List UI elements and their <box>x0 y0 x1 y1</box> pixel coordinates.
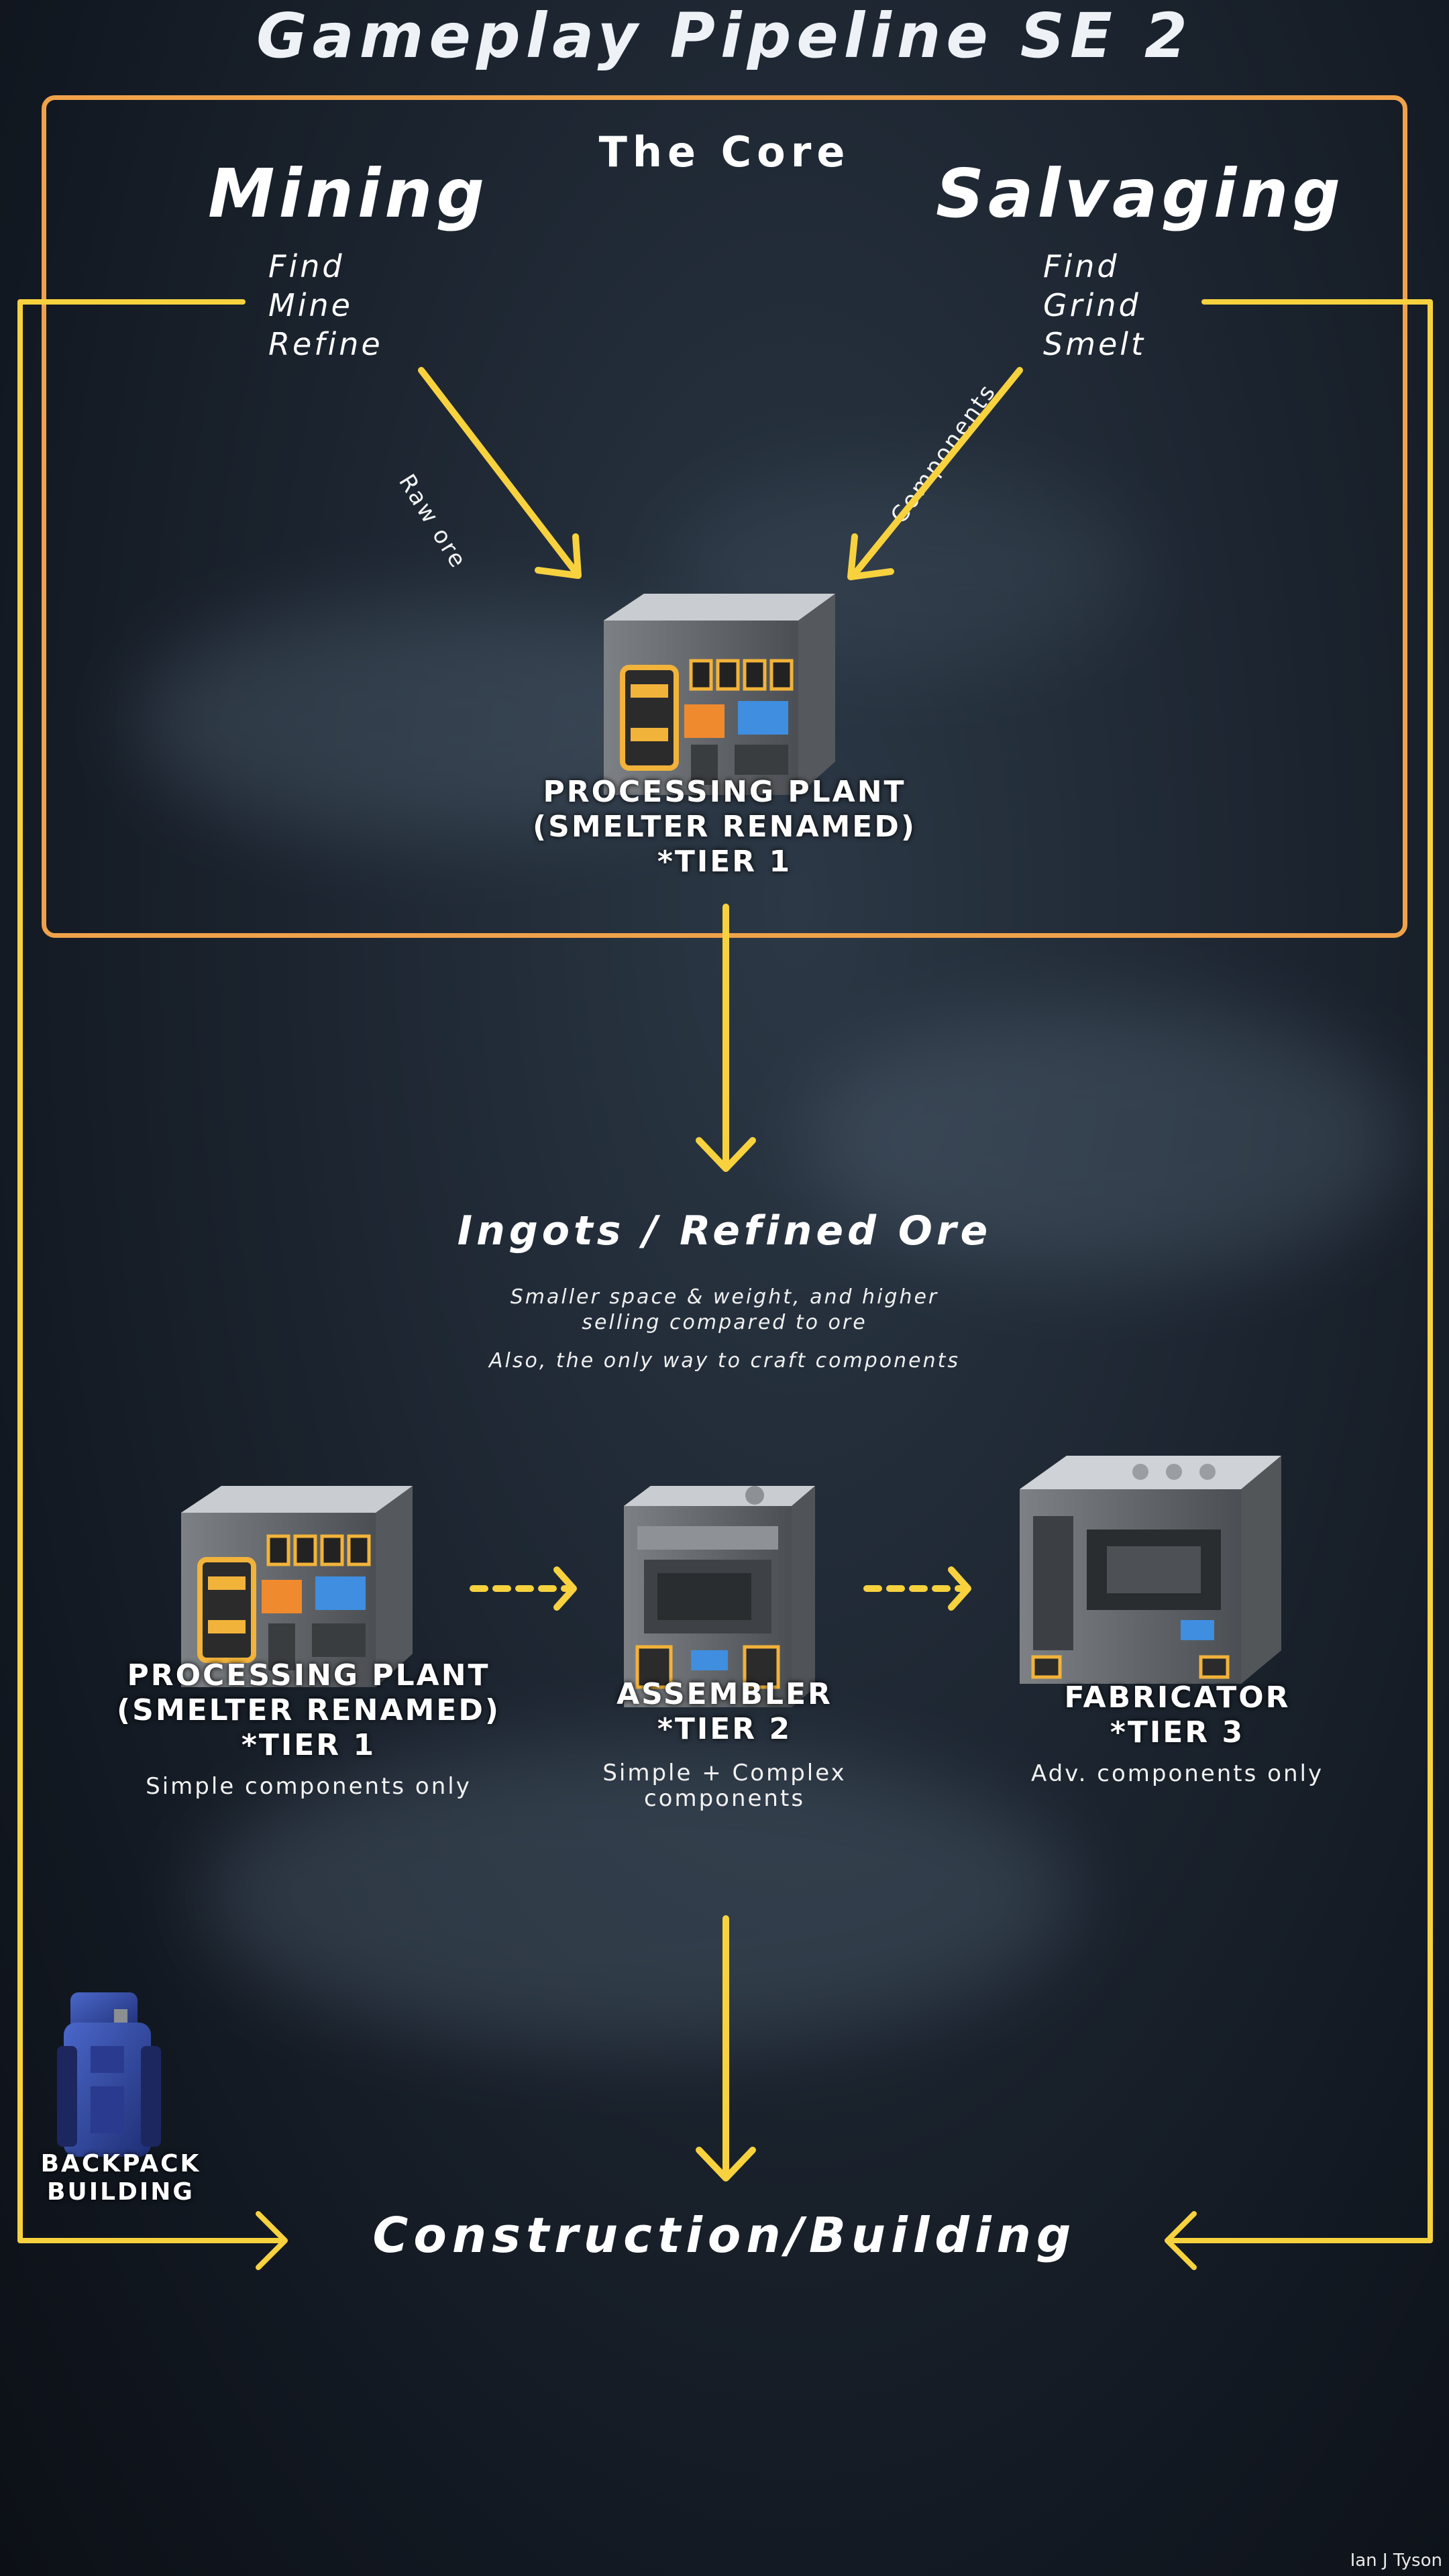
machine-tier3-desc: Adv. components only <box>1030 1760 1324 1787</box>
ingots-heading: Ingots / Refined Ore <box>457 1208 992 1254</box>
machine-tier2-line1: ASSEMBLER <box>616 1677 833 1711</box>
backpack-line2: BUILDING <box>47 2178 195 2206</box>
machine-tier1-desc: Simple components only <box>146 1773 472 1800</box>
core-plant-line2: (SMELTER RENAMED) <box>533 810 916 844</box>
machine-tier1-line3: *TIER 1 <box>241 1728 376 1762</box>
right-flow-arrowhead <box>1165 2211 1197 2270</box>
machine-tier2-desc2: components <box>643 1785 806 1812</box>
core-label: The Core <box>598 127 851 176</box>
left-flow-arrowhead <box>256 2211 288 2270</box>
salvaging-step: Grind <box>1043 287 1141 323</box>
components-arrowhead <box>847 533 894 580</box>
right-flow-line <box>1168 299 1433 2243</box>
backpack-caption: BACKPACK BUILDING <box>27 2150 215 2206</box>
assembler-icon <box>624 1486 815 1707</box>
mining-step: Mine <box>268 287 353 323</box>
backpack-icon <box>57 1992 161 2157</box>
backpack-line1: BACKPACK <box>40 2150 201 2178</box>
construction-heading: Construction/Building <box>372 2207 1077 2263</box>
left-flow-line <box>17 299 284 2243</box>
mining-heading: Mining <box>208 154 489 233</box>
machine-tier2-line2: *TIER 2 <box>657 1712 792 1746</box>
machine-tier2: ASSEMBLER *TIER 2 Simple + Complex compo… <box>523 1677 926 1811</box>
machine-tier1: PROCESSING PLANT (SMELTER RENAMED) *TIER… <box>107 1658 510 1799</box>
core-plant-caption: PROCESSING PLANT (SMELTER RENAMED) *TIER… <box>523 775 926 879</box>
ingots-note-line3: Also, the only way to craft components <box>489 1349 960 1373</box>
fabricator-icon <box>1020 1456 1281 1684</box>
mining-step: Find <box>268 248 345 284</box>
outer-flow-lines <box>17 299 1433 2270</box>
tier1-to-tier2-arrowhead <box>553 1566 577 1611</box>
ingots-note-line2: selling compared to ore <box>582 1311 867 1334</box>
machine-tier1-line2: (SMELTER RENAMED) <box>117 1693 500 1727</box>
salvaging-heading: Salvaging <box>936 154 1345 233</box>
mining-steps: Find Mine Refine <box>268 247 383 364</box>
raw-ore-arrowhead <box>535 533 582 579</box>
core-plant-line3: *TIER 1 <box>657 845 792 879</box>
salvaging-steps: Find Grind Smelt <box>1043 247 1146 364</box>
page-title: Gameplay Pipeline SE 2 <box>256 0 1193 72</box>
components-arrow <box>850 367 1023 579</box>
machine-tier1-line1: PROCESSING PLANT <box>127 1658 490 1693</box>
processing-plant-core-icon <box>604 594 835 795</box>
raw-ore-arrow <box>418 367 580 577</box>
machine-tier3: FABRICATOR *TIER 3 Adv. components only <box>976 1680 1379 1786</box>
author-credit: Ian J Tyson <box>1350 2551 1442 2571</box>
machine-tier3-line1: FABRICATOR <box>1064 1680 1291 1715</box>
machine-tier2-desc1: Simple + Complex <box>602 1760 847 1786</box>
tier2-to-tier3-arrowhead <box>948 1566 971 1611</box>
machine-tier3-line2: *TIER 3 <box>1110 1715 1245 1750</box>
salvaging-step: Smelt <box>1043 326 1146 362</box>
salvaging-step: Find <box>1043 248 1120 284</box>
core-to-ingots-arrowhead <box>696 1137 756 1172</box>
ingots-note-line1: Smaller space & weight, and higher <box>510 1285 939 1309</box>
machines-to-construction-arrowhead <box>696 2147 756 2182</box>
mining-step: Refine <box>268 326 383 362</box>
core-plant-line1: PROCESSING PLANT <box>543 775 906 809</box>
processing-plant-tier1-icon <box>181 1486 413 1687</box>
